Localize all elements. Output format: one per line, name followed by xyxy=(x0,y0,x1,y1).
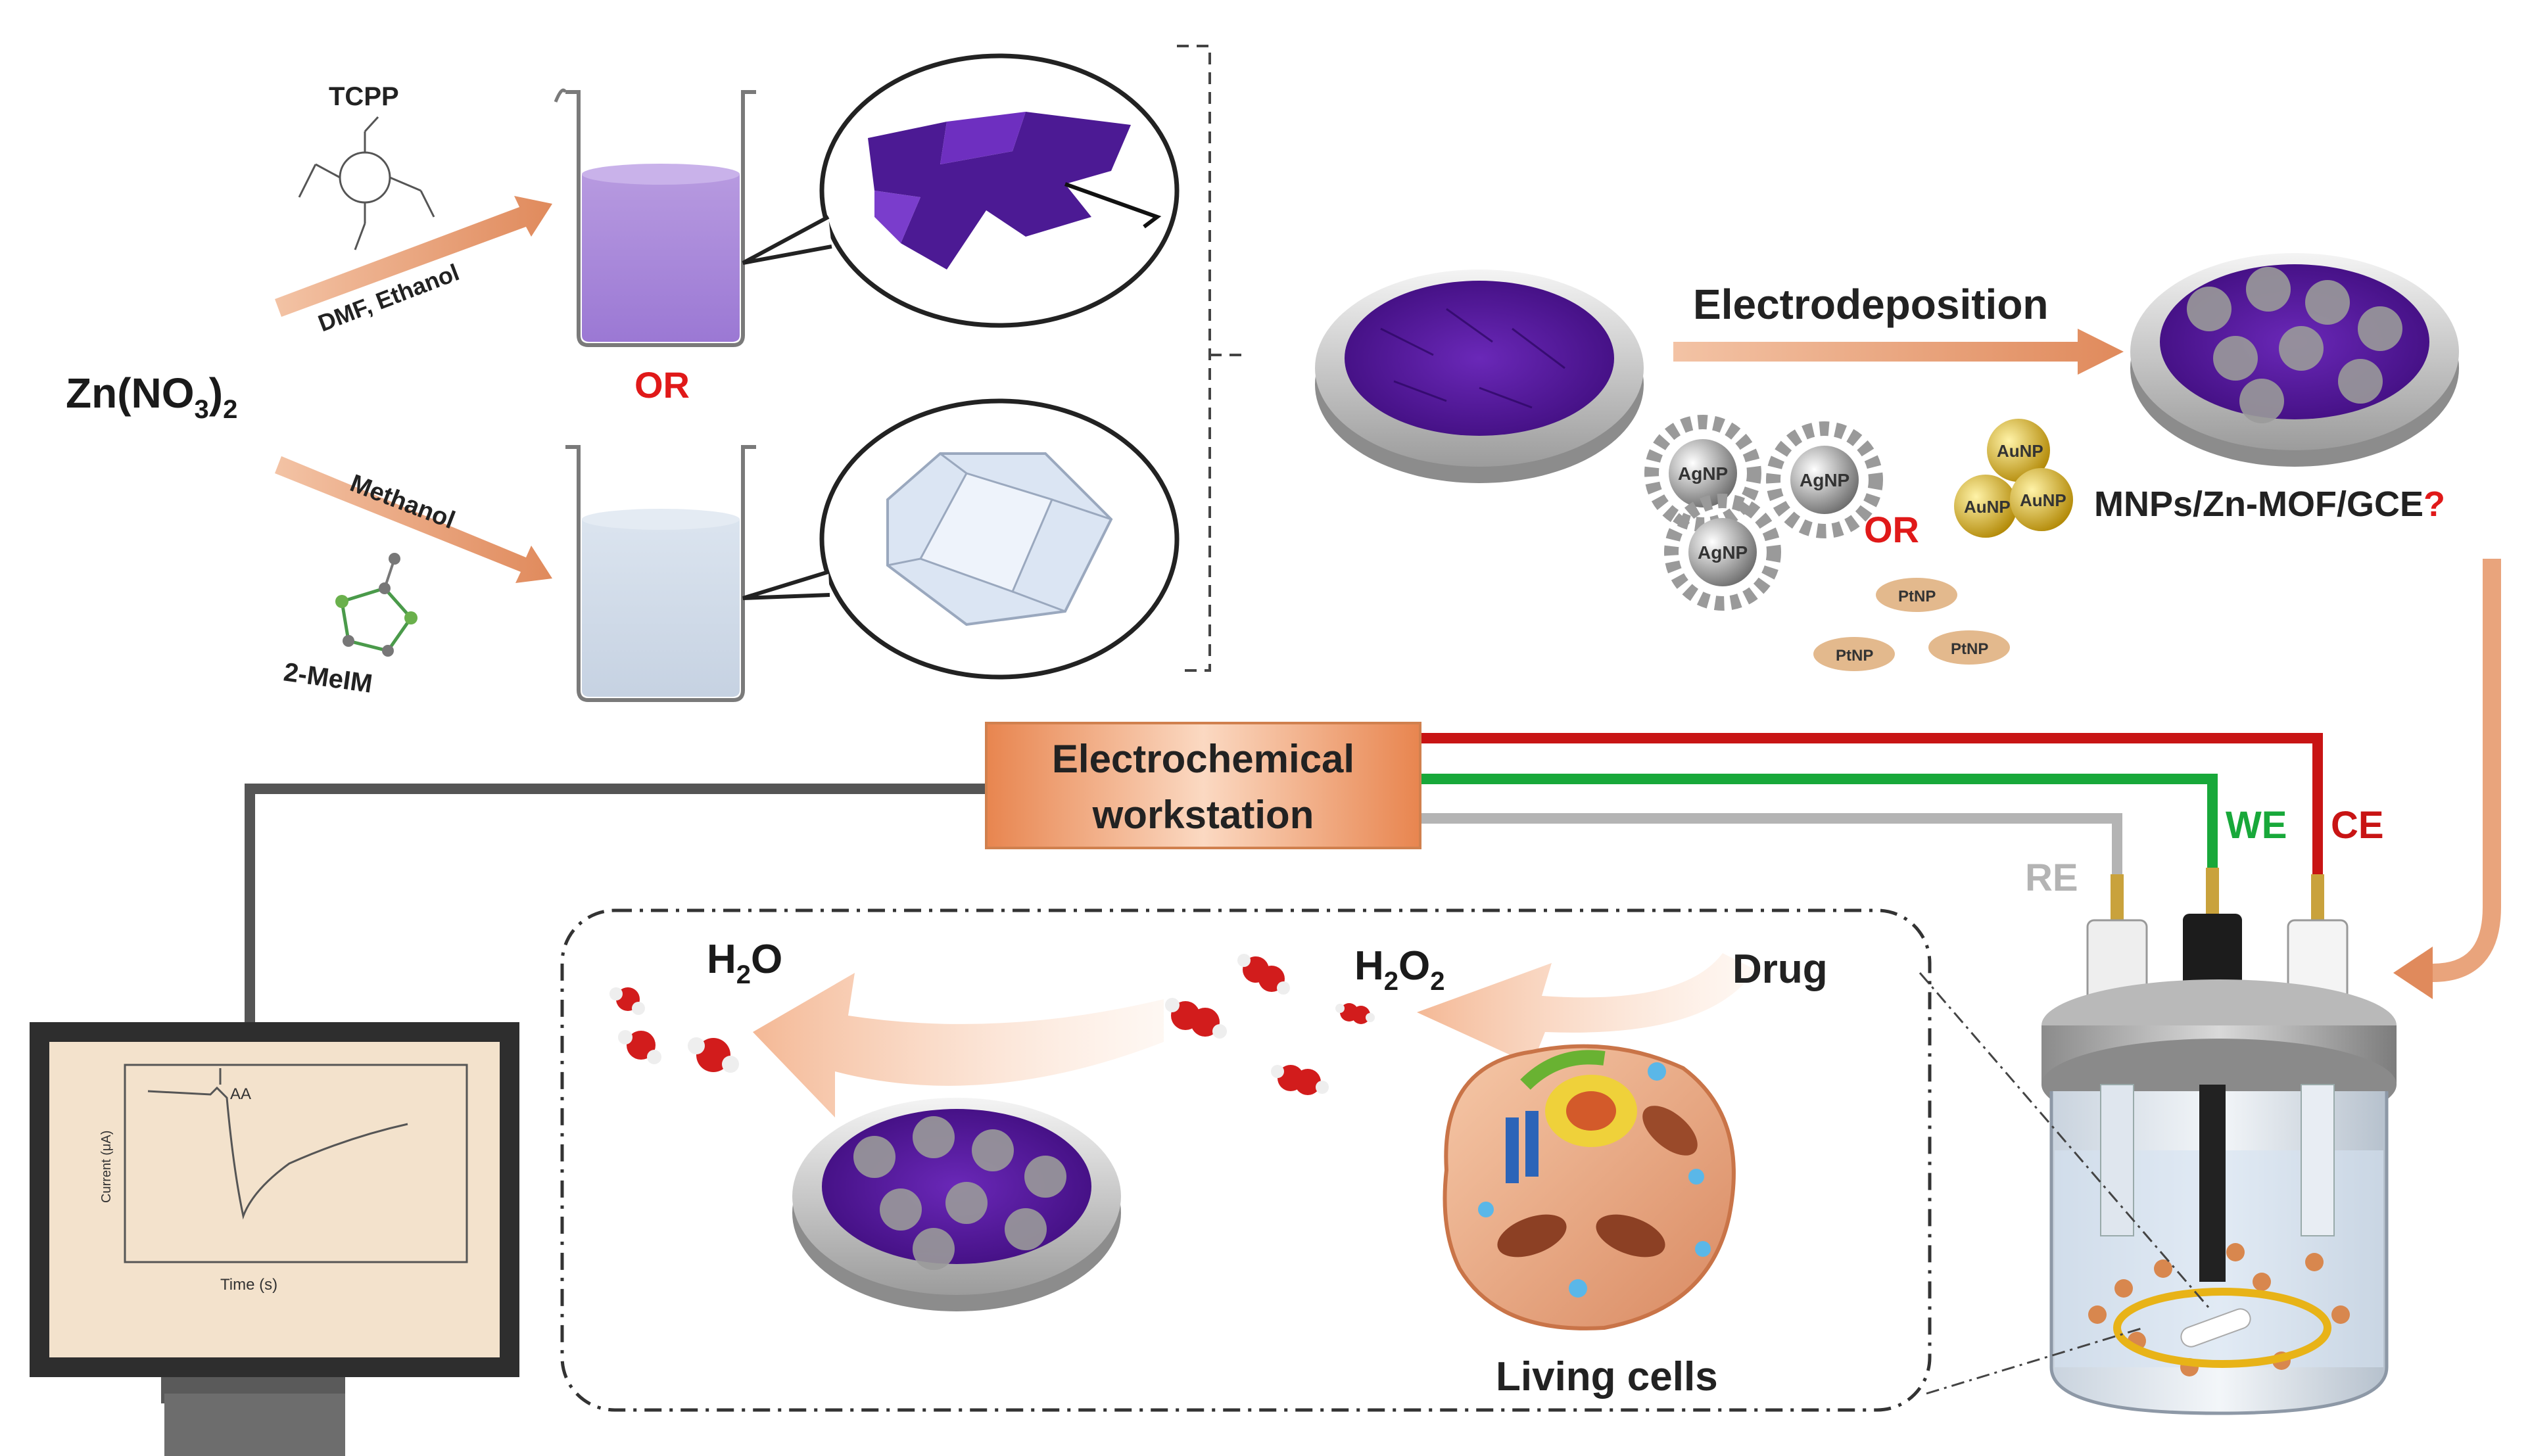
reduction-arrow xyxy=(753,973,1164,1117)
svg-text:Zn(NO3)2: Zn(NO3)2 xyxy=(66,369,237,424)
workstation-label-line2: workstation xyxy=(1092,793,1314,837)
modified-electrode xyxy=(2130,253,2459,467)
agnp-label-3: AgNP xyxy=(1698,542,1748,563)
water-molecules-icon xyxy=(609,987,739,1073)
sensing-panel xyxy=(560,908,1932,1412)
beaker-tcpp xyxy=(554,88,756,347)
svg-text:MNPs/Zn-MOF/GCE?: MNPs/Zn-MOF/GCE? xyxy=(2094,484,2445,524)
ptnp-label-1: PtNP xyxy=(1898,588,1936,605)
svg-text:H2O2: H2O2 xyxy=(1354,943,1445,996)
monitor-ylabel: Current (μA) xyxy=(99,1131,114,1203)
water-label: H2O xyxy=(707,937,782,989)
workstation-label-line1: Electrochemical xyxy=(1052,737,1354,781)
monitor-injection-label: AA xyxy=(230,1085,251,1103)
zoom-connector-lines xyxy=(1919,972,2210,1395)
aunp-label-3: AuNP xyxy=(2020,490,2066,510)
aunp-cluster: AuNP AuNP AuNP xyxy=(1954,419,2073,538)
agnp-cluster: AgNP AgNP AgNP xyxy=(1644,415,1883,611)
agnp-label-1: AgNP xyxy=(1678,463,1728,484)
tcpp-molecule-icon xyxy=(298,116,435,250)
we-label: WE xyxy=(2226,804,2287,847)
drug-label: Drug xyxy=(1732,947,1828,992)
aunp-label-1: AuNP xyxy=(1997,441,2043,461)
h2o2-label: H2O2 xyxy=(1354,943,1445,996)
question-mark: ? xyxy=(2423,484,2445,524)
zif-crystal-bubble xyxy=(742,398,1180,680)
aunp-label-2: AuNP xyxy=(1964,497,2011,517)
transfer-arrow-to-cell xyxy=(2393,559,2501,999)
synthesis-bracket xyxy=(1177,45,1249,672)
agnp-label-2: AgNP xyxy=(1800,470,1850,490)
ptnp-label-2: PtNP xyxy=(1836,647,1873,665)
monitor-xlabel: Time (s) xyxy=(220,1276,277,1294)
living-cells-label: Living cells xyxy=(1496,1354,1718,1399)
h2o2-molecules-icon xyxy=(1165,954,1375,1095)
ptnp-label-3: PtNP xyxy=(1951,640,1988,658)
zn-precursor-label: Zn(NO3)2 xyxy=(66,369,237,424)
electrode-name-label: MNPs/Zn-MOF/GCE? xyxy=(2094,484,2445,524)
electrochemical-cell xyxy=(2041,868,2397,1415)
svg-text:H2O: H2O xyxy=(707,937,782,989)
meim-label: 2-MeIM xyxy=(282,657,374,698)
or-label-synthesis: OR xyxy=(634,364,690,406)
living-cell-icon xyxy=(1443,1044,1736,1330)
beaker-zif xyxy=(565,445,756,702)
electrochemical-workstation: Electrochemical workstation xyxy=(985,722,1421,849)
electrodeposition-label: Electrodeposition xyxy=(1693,281,2049,328)
synthesis-arrow-bottom xyxy=(275,456,552,583)
mof-nanosheet-bubble xyxy=(742,53,1180,328)
wires xyxy=(245,733,2323,1025)
drug-stimulus-arrow xyxy=(1417,953,1755,1065)
ce-label: CE xyxy=(2331,804,2384,847)
sensing-electrode xyxy=(792,1098,1121,1311)
tcpp-label: TCPP xyxy=(329,82,399,111)
synthesis-arrow-top xyxy=(275,196,552,317)
monitor xyxy=(30,1022,519,1456)
electrodeposition-arrow xyxy=(1673,329,2124,375)
zn-mof-electrode xyxy=(1315,270,1644,483)
re-label: RE xyxy=(2025,857,2078,899)
or-label-np: OR xyxy=(1864,509,1919,550)
ptnp-cluster: PtNP PtNP PtNP xyxy=(1813,578,2010,671)
meim-molecule-icon xyxy=(335,553,418,657)
